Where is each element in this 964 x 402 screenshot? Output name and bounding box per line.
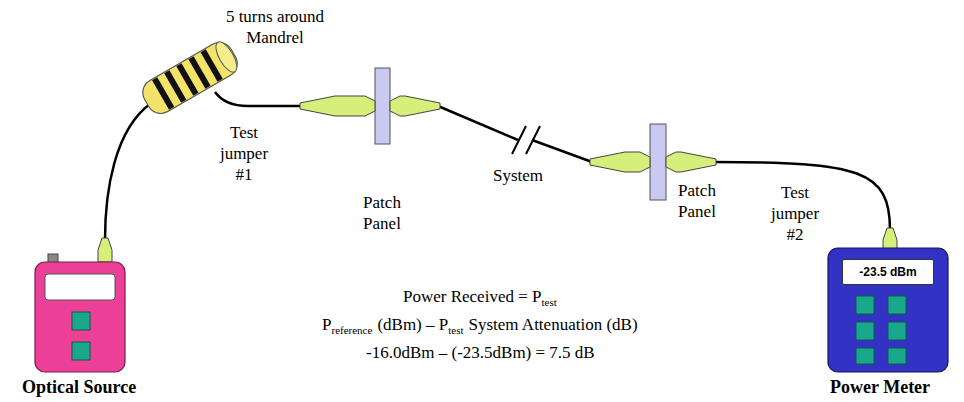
meter-button <box>888 322 906 340</box>
jumper-label: Test jumper #2 <box>771 183 819 244</box>
formula-text: (dBm) – P <box>377 315 448 334</box>
label-group: Test jumper #2 <box>764 182 826 245</box>
panel-label: Patch Panel <box>363 193 401 233</box>
connector <box>590 152 650 172</box>
formula-text: System Attenuation (dB) <box>469 315 638 334</box>
connector <box>666 152 716 172</box>
device-label: Optical Source <box>22 377 136 397</box>
patch-panel <box>375 68 390 144</box>
fiber-turn <box>201 49 223 81</box>
fiber <box>215 92 302 106</box>
panel-label: Patch Panel <box>678 181 716 221</box>
connector <box>883 228 897 250</box>
source-display <box>45 274 115 300</box>
connector <box>98 96 897 262</box>
source-button <box>72 312 90 330</box>
label-group: Power Meter <box>830 377 930 398</box>
formula-text: P <box>322 315 331 334</box>
meter-display: -23.5 dBm <box>842 259 934 285</box>
mandrel-note: 5 turns around Mandrel <box>226 7 324 47</box>
fiber-turns <box>152 49 223 109</box>
label-group: Patch Panel <box>353 192 411 234</box>
optical-source <box>35 262 125 372</box>
subscript: test <box>448 324 463 336</box>
subscript: reference <box>331 324 372 336</box>
label-group: 5 turns around Mandrel <box>215 6 335 48</box>
break-mark <box>512 126 540 154</box>
label-group: Test jumper #1 <box>213 122 275 185</box>
source-button <box>72 342 90 360</box>
subscript: test <box>541 296 556 308</box>
mandrel <box>138 37 243 118</box>
jumper-label: Test jumper #1 <box>220 123 268 184</box>
patch-panel <box>650 124 666 200</box>
fiber <box>532 140 592 162</box>
break-mark <box>526 126 540 154</box>
mandrel <box>138 37 243 118</box>
label-group: Optical Source <box>22 377 136 398</box>
label-group: Patch Panel <box>668 180 726 222</box>
meter-button <box>888 348 906 364</box>
power-meter <box>828 248 948 372</box>
fiber <box>438 106 518 140</box>
meter-button <box>856 296 874 314</box>
meter-button <box>856 348 874 364</box>
meter-button <box>856 322 874 340</box>
device-label: Power Meter <box>830 377 930 397</box>
connector <box>390 96 440 116</box>
label-group: System <box>493 165 543 186</box>
label-group: Preference (dBm) – Ptest System Attenuatio… <box>322 314 638 341</box>
formula-text: Power Received = P <box>403 287 541 306</box>
display-reading: -23.5 dBm <box>849 265 927 279</box>
break-mark <box>512 126 526 154</box>
system-label: System <box>493 166 543 185</box>
formula-text: -16.0dBm – (-23.5dBm) = 7.5 dB <box>366 343 595 362</box>
connector <box>98 238 112 262</box>
meter-button <box>888 296 906 314</box>
meter-buttons <box>856 296 906 364</box>
label-group: -16.0dBm – (-23.5dBm) = 7.5 dB <box>366 342 595 363</box>
fiber <box>105 104 150 240</box>
label-group: Power Received = Ptest <box>403 286 557 313</box>
connector <box>300 96 375 116</box>
